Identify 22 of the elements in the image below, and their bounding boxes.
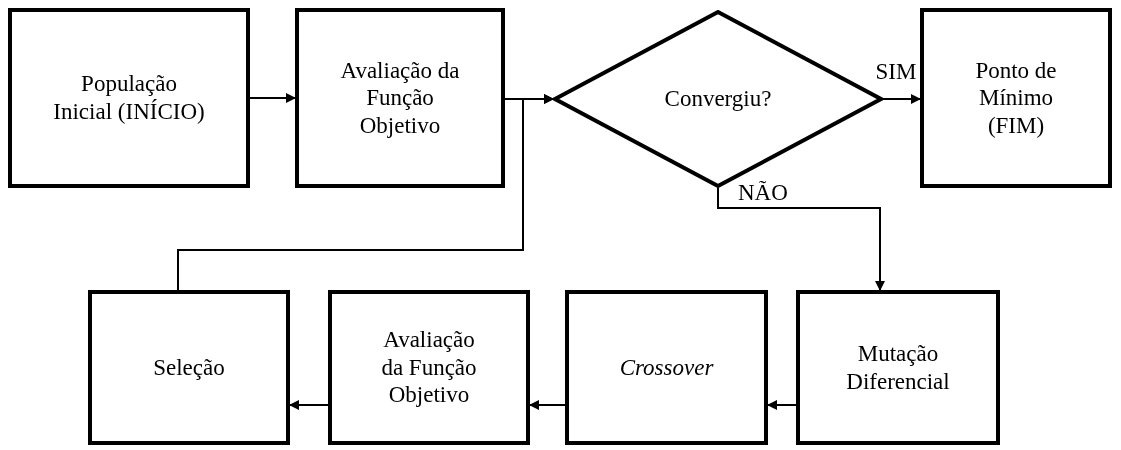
arrow <box>289 400 329 410</box>
arrow <box>249 93 296 103</box>
arrow <box>529 400 566 410</box>
node-text: Ponto de Mínimo (FIM) <box>974 56 1058 140</box>
node-text: Crossover <box>619 353 714 382</box>
process-box <box>565 290 768 445</box>
node-text: Seleção <box>153 353 225 382</box>
node-text: Mutação Diferencial <box>845 339 951 396</box>
arrow <box>177 94 554 291</box>
process-box <box>88 290 290 445</box>
node-text: Avaliação da Função Objetivo <box>340 56 460 140</box>
process-box <box>328 290 530 445</box>
node-text: População Inicial (INÍCIO) <box>53 70 205 126</box>
arrow <box>767 400 797 410</box>
node-text: Convergiu? <box>664 85 772 113</box>
process-box <box>8 8 250 188</box>
process-box <box>796 290 1000 445</box>
node-text: Avaliação da Função Objetivo <box>380 326 478 409</box>
process-box <box>295 8 505 188</box>
process-box <box>920 8 1112 188</box>
arrow <box>882 94 921 104</box>
arrow <box>717 187 885 291</box>
